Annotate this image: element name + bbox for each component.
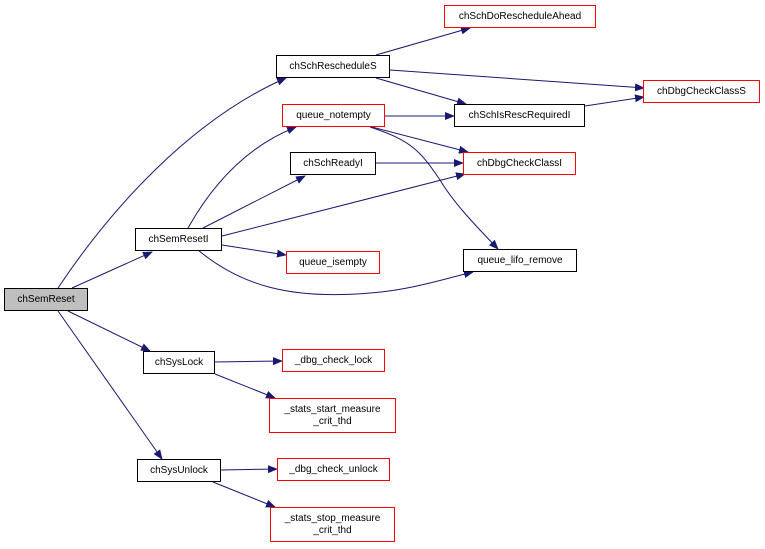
node-label: chSemResetI [148,233,209,245]
node-label: queue_isempty [299,256,367,268]
node-label: chSchRescheduleS [289,60,377,72]
edge-chschreschedules-to-chschisrescrequiredi [375,77,467,106]
edge-chsemreseti-to-chschreadyi [202,175,306,229]
node-dbg-check-lock[interactable]: _dbg_check_lock [282,349,385,372]
node-label: _dbg_check_lock [294,354,373,366]
node-label: chSchIsRescRequiredI [468,109,571,121]
edge-queue-notempty-to-queue-lifo-remove [369,126,499,250]
edge-chsemreseti-to-queue-notempty [187,126,297,229]
node-label: chDbgCheckClassS [657,85,746,97]
edge-chsemreseti-to-chdbgcheckclassi [221,172,466,237]
node-label: chSchDoRescheduleAhead [458,10,582,22]
edge-chschreschedules-to-chdbgcheckclasss [389,69,645,92]
node-label: chDbgCheckClassI [476,157,563,169]
node-label: chSysUnlock [150,464,208,476]
edge-chsemreseti-to-queue-isempty [221,244,287,258]
node-label: _stats_start_measure _crit_thd [284,403,381,427]
edge-chschreschedules-to-chschdorescheduleahead [375,26,471,56]
edge-chschisrescrequiredi-to-chdbgcheckclasss [584,94,645,107]
edge-chsyslock-to-stats-start [214,373,276,399]
node-chsemreseti[interactable]: chSemResetI [135,228,222,251]
edge-chsysunlock-to-dbg-check-unlock [220,465,278,474]
node-label: _stats_stop_measure _crit_thd [284,512,381,536]
edge-chsemreset-to-chsyslock [67,310,151,352]
node-label: queue_notempty [296,109,371,121]
node-stats-stop-measure-crit-thd[interactable]: _stats_stop_measure _crit_thd [270,507,395,542]
node-label: chSysLock [154,356,204,368]
node-label: queue_lifo_remove [477,254,563,266]
node-stats-start-measure-crit-thd[interactable]: _stats_start_measure _crit_thd [269,398,396,433]
node-label: chSchReadyI [303,157,363,169]
node-chsemreset[interactable]: chSemReset [4,288,88,311]
node-queue-notempty[interactable]: queue_notempty [282,104,385,127]
edge-chsemreseti-to-queue-lifo-remove [197,249,474,296]
edge-queue-notempty-to-chdbgcheckclassi [371,126,469,154]
node-chschdorescheduleahead[interactable]: chSchDoRescheduleAhead [444,5,596,28]
node-chsyslock[interactable]: chSysLock [143,351,215,374]
edge-chsemreset-to-chschreschedules [57,77,287,289]
node-chschisrescrequiredi[interactable]: chSchIsRescRequiredI [454,104,585,127]
node-chschreadyi[interactable]: chSchReadyI [290,152,376,175]
edge-chsemreset-to-chsysunlock [57,310,163,460]
node-queue-isempty[interactable]: queue_isempty [286,251,380,274]
node-queue-lifo-remove[interactable]: queue_lifo_remove [463,249,577,272]
node-label: _dbg_check_unlock [289,463,378,475]
node-label: chSemReset [17,293,75,305]
edge-chsyslock-to-dbg-check-lock [214,357,283,366]
node-dbg-check-unlock[interactable]: _dbg_check_unlock [277,458,390,481]
node-chdbgcheckclassi[interactable]: chDbgCheckClassI [463,152,576,175]
node-chdbgcheckclasss[interactable]: chDbgCheckClassS [643,80,760,103]
node-chschreschedules[interactable]: chSchRescheduleS [276,55,390,78]
edge-chsysunlock-to-stats-stop [212,481,276,508]
edge-chsemreset-to-chsemreseti [71,251,153,289]
node-chsysunlock[interactable]: chSysUnlock [137,459,221,482]
